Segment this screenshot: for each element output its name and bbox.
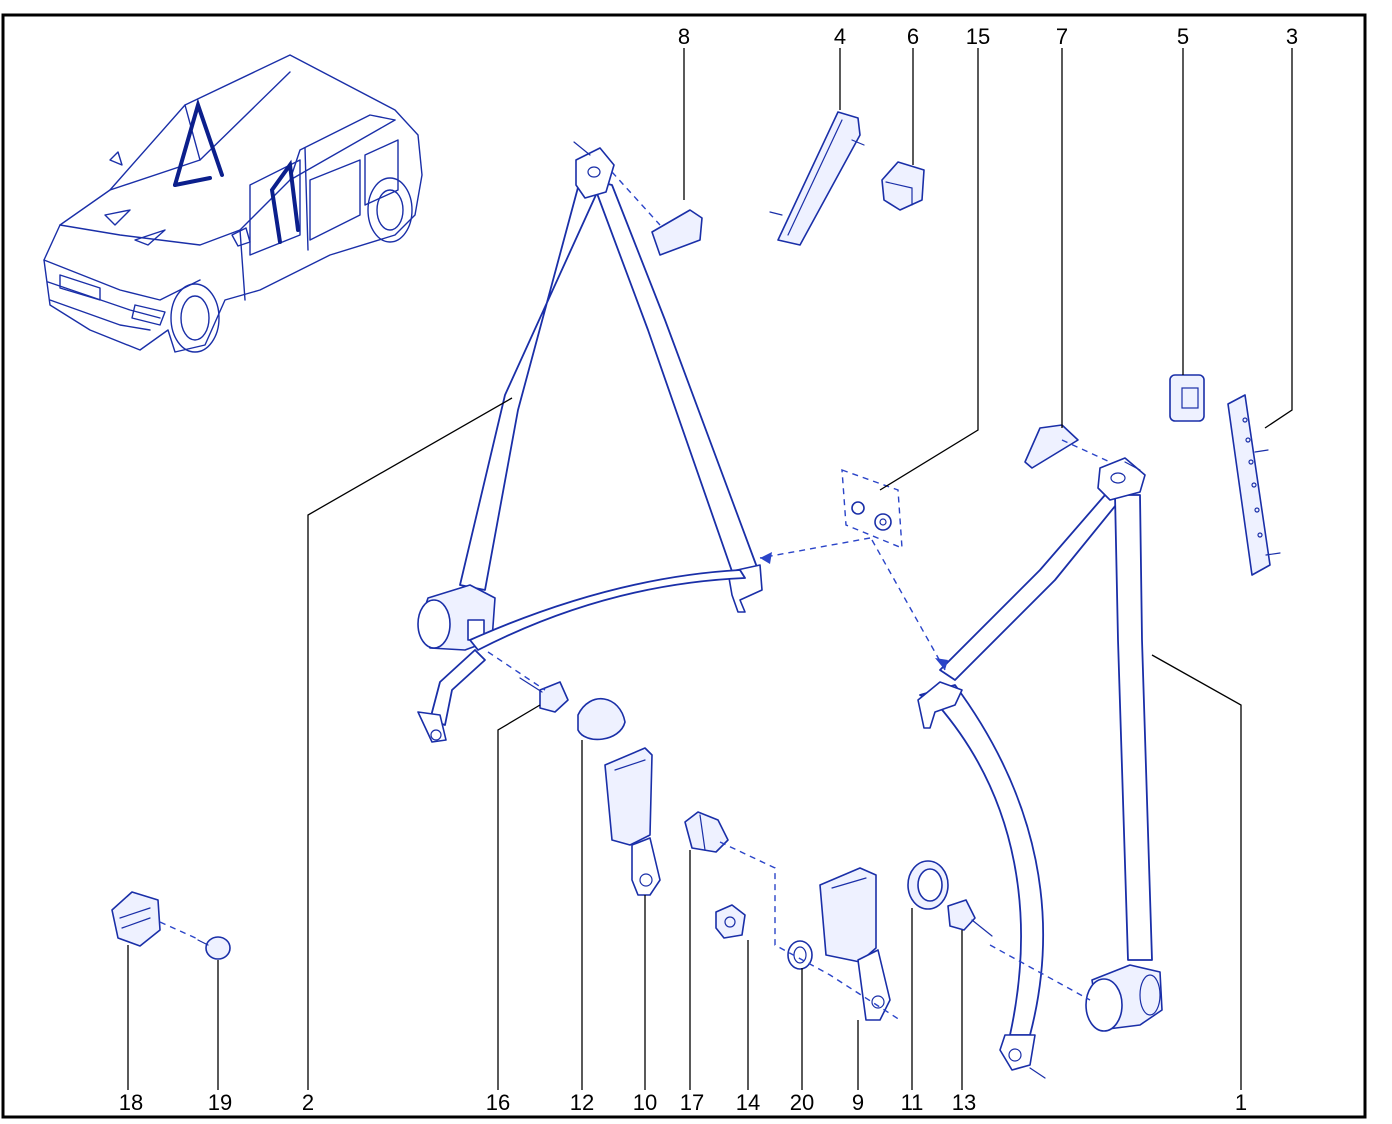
callout-14: 14 xyxy=(735,1090,761,1115)
callout-20: 20 xyxy=(789,1090,815,1115)
part-10-buckle xyxy=(604,747,661,896)
callout-leader-lines xyxy=(127,48,1293,1090)
callout-4: 4 xyxy=(833,24,847,49)
callout-8: 8 xyxy=(677,24,691,49)
part-20-washer xyxy=(787,940,813,970)
callout-11: 11 xyxy=(900,1090,924,1115)
car-illustration xyxy=(43,54,423,353)
part-19-clip xyxy=(197,936,231,960)
callout-9: 9 xyxy=(851,1090,865,1115)
assembly-dashed-lines xyxy=(159,171,1111,1021)
part-4-height-adjuster xyxy=(769,111,865,246)
callout-12: 12 xyxy=(569,1090,595,1115)
callout-17: 17 xyxy=(679,1090,705,1115)
callout-6: 6 xyxy=(906,24,920,49)
callout-13: 13 xyxy=(951,1090,977,1115)
part-5-clip xyxy=(1169,374,1205,422)
callout-18: 18 xyxy=(118,1090,144,1115)
part-15-fasteners xyxy=(841,468,903,550)
part-11-ring xyxy=(907,860,949,910)
callout-16: 16 xyxy=(485,1090,511,1115)
callout-10: 10 xyxy=(632,1090,658,1115)
callout-1: 1 xyxy=(1234,1090,1248,1115)
part-14-nut xyxy=(715,904,746,939)
callout-3: 3 xyxy=(1285,24,1299,49)
part-16-bolt xyxy=(519,677,569,713)
part-13-bolt xyxy=(947,899,993,937)
part-18-connector xyxy=(111,891,161,947)
part-17-bush xyxy=(684,811,729,853)
part-8-trim-cover xyxy=(651,209,703,256)
part-6-clip xyxy=(881,161,925,211)
callout-5: 5 xyxy=(1176,24,1190,49)
part-1-front-belt-right xyxy=(917,457,1163,1079)
part-3-rail xyxy=(1227,394,1281,576)
callout-2: 2 xyxy=(301,1090,315,1115)
part-9-buckle xyxy=(819,867,891,1021)
callout-15: 15 xyxy=(965,24,991,49)
part-12-cap xyxy=(577,698,626,741)
callout-19: 19 xyxy=(207,1090,233,1115)
part-2-front-belt-left xyxy=(417,141,763,743)
part-7-trim-cover xyxy=(1024,424,1079,469)
callout-7: 7 xyxy=(1055,24,1069,49)
diagram-border xyxy=(1,13,1367,1119)
